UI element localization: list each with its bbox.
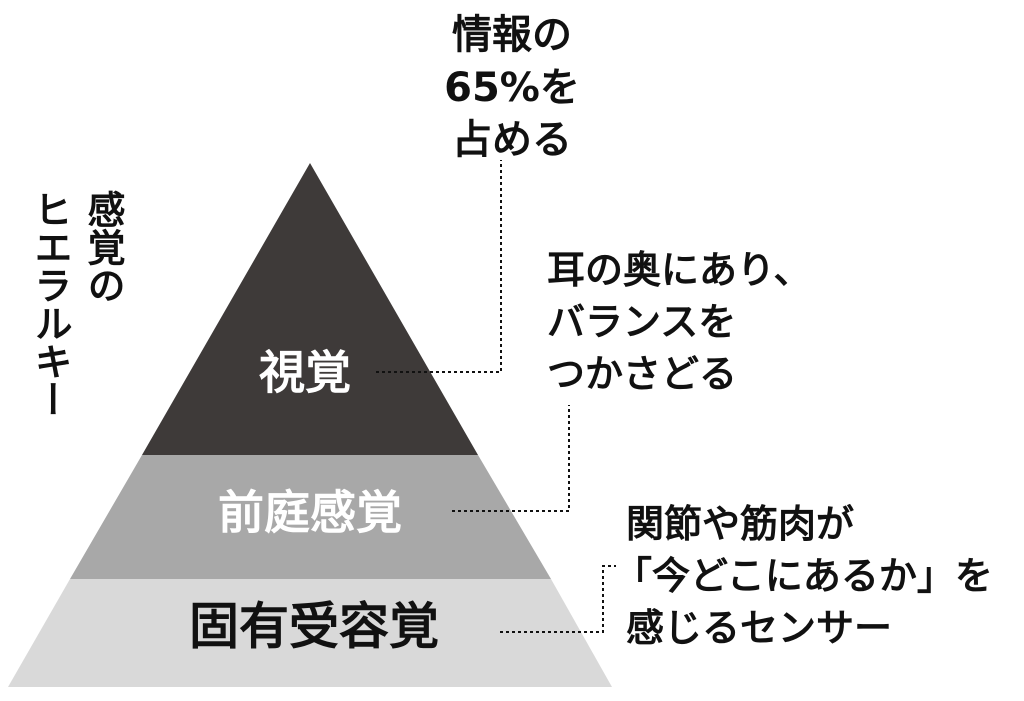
tier-label-vision: 視覚 <box>259 346 351 400</box>
tier-label-proprioception: 固有受容覚 <box>189 598 439 656</box>
title-column-1: 感覚の <box>81 190 125 304</box>
vertical-title: 感覚の ヒエラルキー <box>28 190 125 418</box>
note-vestibular: 耳の奥にあり、 バランスを つかさどる <box>547 248 811 396</box>
tier-label-vestibular: 前庭感覚 <box>218 486 402 540</box>
title-column-2: ヒエラルキー <box>28 190 72 418</box>
pyramid-tier-proprioception <box>8 579 612 687</box>
note-vision-line-1: 情報の <box>452 12 572 58</box>
note-proprioception: 関節や筋肉が 「今どこにあるか」を 感じるセンサー <box>614 502 993 650</box>
leader-line-vision <box>376 160 502 373</box>
note-vision: 情報の 65%を 占める <box>444 12 580 163</box>
note-vestibular-line-1: 耳の奥にあり、 <box>547 248 811 292</box>
note-vision-line-2: 65%を <box>444 65 580 111</box>
note-vestibular-line-3: つかさどる <box>547 352 737 396</box>
note-vision-line-3: 占める <box>452 117 572 163</box>
note-proprioception-line-2: 「今どこにあるか」を <box>614 554 993 598</box>
note-proprioception-line-1: 関節や筋肉が <box>626 502 854 546</box>
note-proprioception-line-3: 感じるセンサー <box>626 606 892 650</box>
note-vestibular-line-2: バランスを <box>547 300 736 344</box>
pyramid-tier-vision <box>142 163 478 455</box>
leader-line-vestibular <box>452 405 570 512</box>
leader-line-proprioception <box>500 565 616 633</box>
pyramid-tier-vestibular <box>70 455 551 579</box>
